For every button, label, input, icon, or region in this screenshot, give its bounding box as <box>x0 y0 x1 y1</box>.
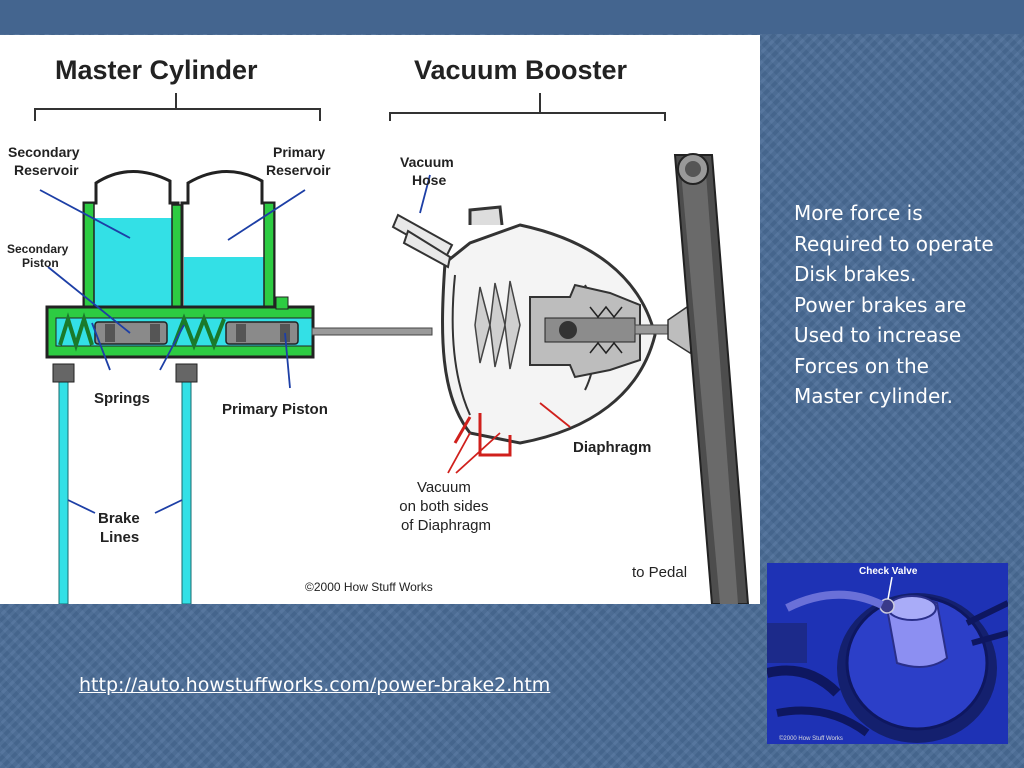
line-fitting-left <box>52 363 75 383</box>
label-brake-lines: Brake Lines <box>98 510 144 546</box>
booster-valve-body <box>529 283 641 379</box>
side-text-line: Required to operate <box>794 231 994 256</box>
label-secondary-reservoir: Secondary Reservoir <box>8 144 83 178</box>
label-vacuum-hose: Vacuum Hose <box>400 154 458 188</box>
brake-diagram: Master Cylinder Vacuum Booster <box>0 35 760 604</box>
springs-left <box>58 312 94 352</box>
label-vacuum-note: Vacuum on both sides of Diaphragm <box>399 479 492 534</box>
source-link[interactable]: http://auto.howstuffworks.com/power-brak… <box>79 674 551 696</box>
side-text-line: Power brakes are <box>794 292 967 317</box>
booster-bellows <box>474 280 521 370</box>
check-valve-photo: Check Valve ©2000 How Stuff Works <box>767 563 1008 744</box>
diagram-copyright: ©2000 How Stuff Works <box>305 580 433 594</box>
side-text-line: Used to increase <box>794 323 962 347</box>
secondary-reservoir <box>82 170 183 309</box>
vacuum-booster-title: Vacuum Booster <box>414 55 628 85</box>
slide-top-band <box>0 0 1024 34</box>
master-cylinder-bracket <box>34 93 321 121</box>
photo-copyright: ©2000 How Stuff Works <box>779 735 843 742</box>
label-secondary-piston: Secondary Piston <box>7 242 72 270</box>
side-text-line: Master cylinder. <box>794 384 954 408</box>
side-text-line: Disk brakes. <box>794 262 917 286</box>
vacuum-booster-bracket <box>389 93 666 121</box>
label-primary-piston: Primary Piston <box>222 401 328 418</box>
red-pointer-lines <box>447 402 571 474</box>
photo-label: Check Valve <box>859 566 918 577</box>
diaphragm-highlight <box>453 413 512 457</box>
master-cylinder-title: Master Cylinder <box>55 55 258 85</box>
label-primary-reservoir: Primary Reservoir <box>266 144 331 178</box>
check-valve-pointer <box>887 576 893 600</box>
push-rod <box>311 327 433 336</box>
side-text-line: More force is <box>794 201 923 225</box>
side-text-line: Forces on the <box>794 353 929 378</box>
label-springs: Springs <box>94 390 150 407</box>
springs-middle <box>172 313 226 351</box>
line-fitting-right <box>175 363 198 383</box>
brake-line-right <box>181 376 192 604</box>
label-to-pedal: to Pedal <box>632 564 687 581</box>
blue-pointer-lines <box>39 174 431 514</box>
side-text-block: More force is Required to operate Disk b… <box>794 198 1020 412</box>
label-diaphragm: Diaphragm <box>573 439 651 456</box>
brake-line-left <box>58 376 69 604</box>
vacuum-hose <box>391 213 454 269</box>
master-cylinder-body <box>45 296 315 359</box>
brake-pedal <box>673 153 750 604</box>
